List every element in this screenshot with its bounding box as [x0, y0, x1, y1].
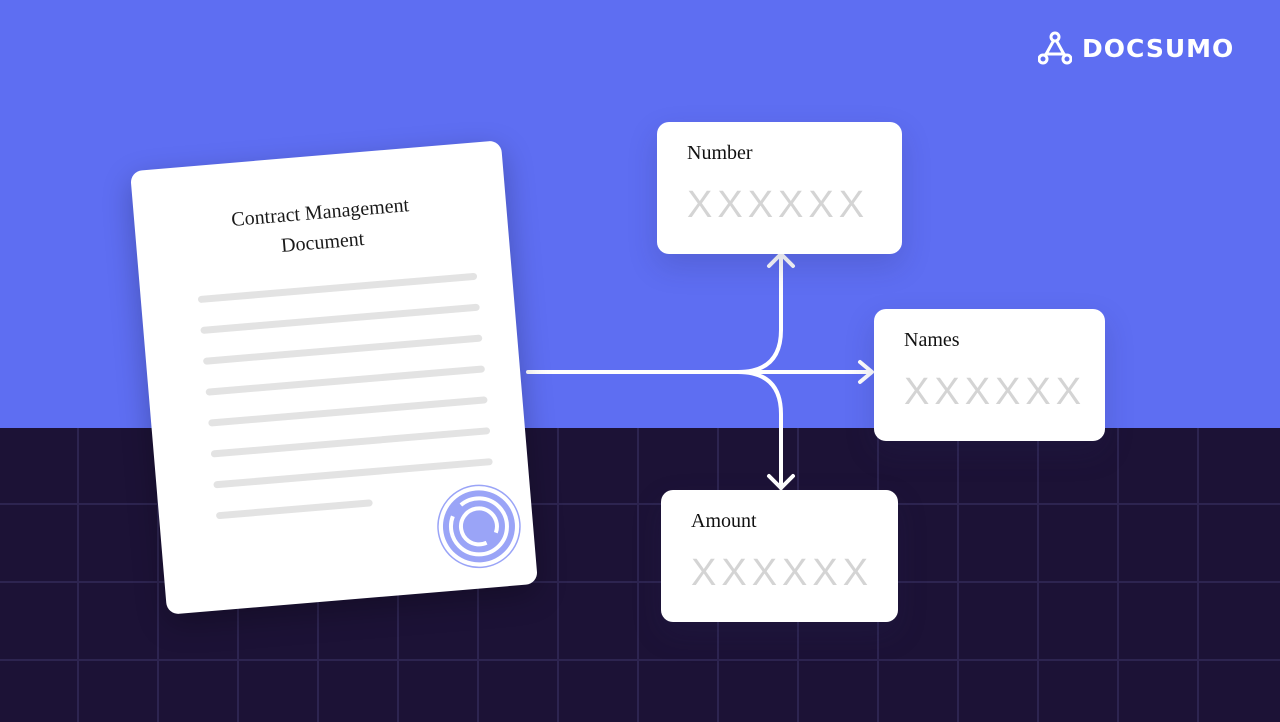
field-label-amount: Amount	[691, 510, 757, 532]
field-value-number: XXXXXX	[687, 184, 870, 226]
document-text-line	[213, 458, 493, 489]
docsumo-logo-icon	[1038, 31, 1072, 65]
contract-document: Contract Management Document	[130, 140, 538, 615]
document-text-line	[202, 334, 483, 365]
document-text-line	[208, 396, 488, 427]
docsumo-logo: DOCSUMO	[1038, 30, 1234, 66]
field-value-amount: XXXXXX	[691, 552, 874, 594]
document-text-line	[205, 365, 486, 396]
field-card-names: Names XXXXXX	[874, 309, 1105, 441]
field-card-amount: Amount XXXXXX	[661, 490, 898, 622]
document-text-line	[200, 303, 480, 334]
document-text-line	[215, 499, 373, 520]
field-value-names: XXXXXX	[904, 371, 1087, 413]
field-label-names: Names	[904, 329, 960, 351]
seal-icon	[437, 484, 521, 569]
document-title: Contract Management Document	[230, 194, 410, 257]
document-text-line	[210, 427, 491, 458]
brand-name: DOCSUMO	[1082, 33, 1235, 63]
field-card-number: Number XXXXXX	[657, 122, 902, 254]
document-text-line	[197, 272, 478, 304]
field-label-number: Number	[687, 142, 753, 164]
